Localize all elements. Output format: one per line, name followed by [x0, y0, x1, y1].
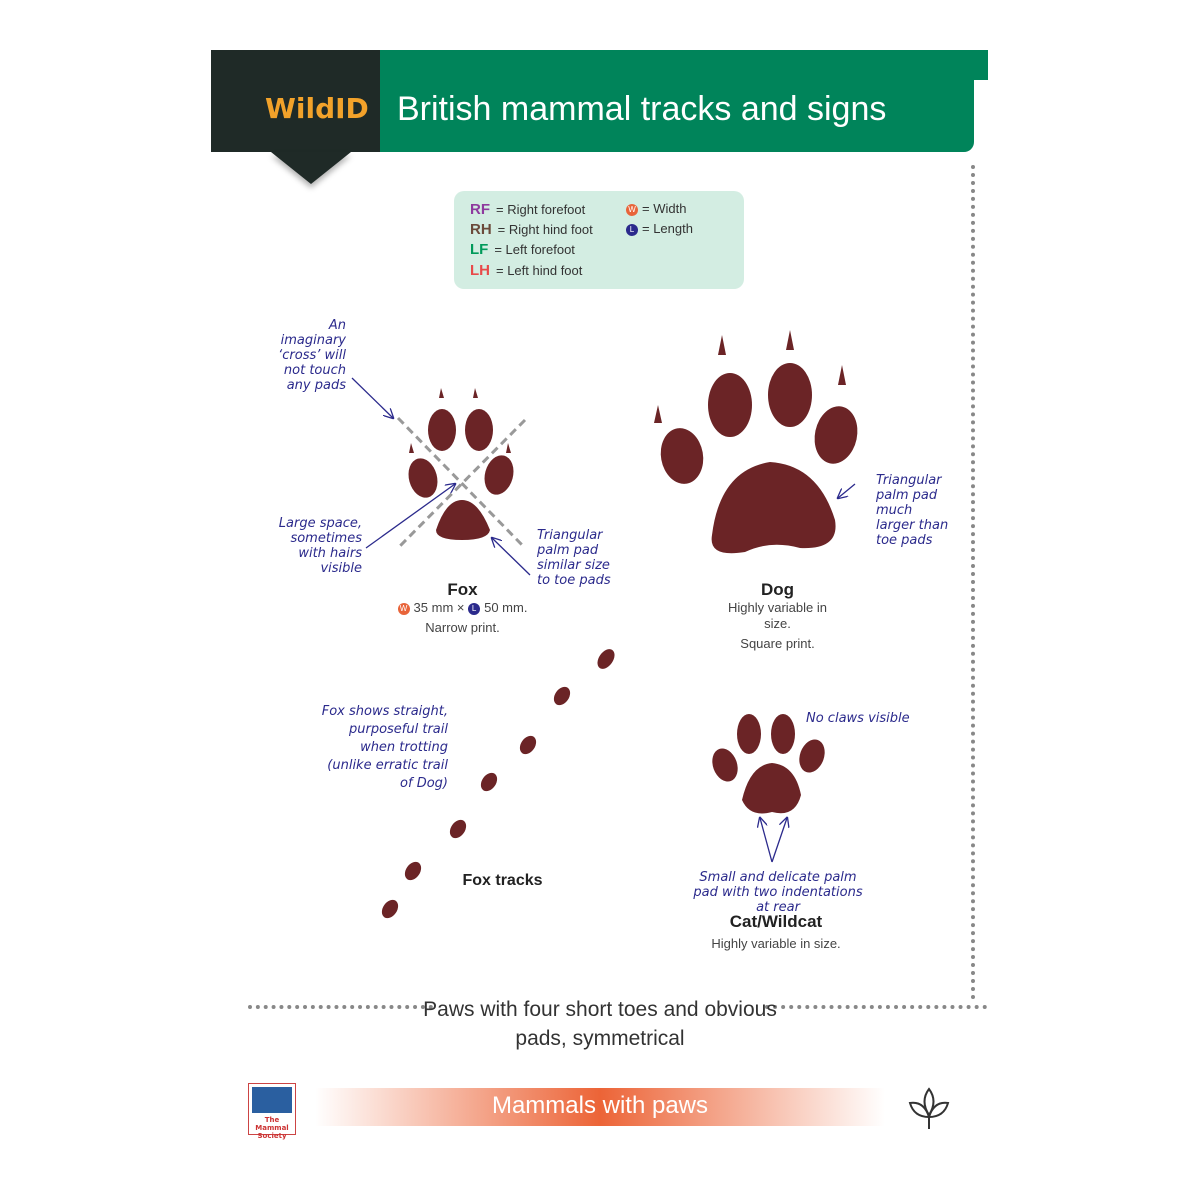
fox-cross-note: An imaginary ‘cross’ will not touch any … [278, 318, 346, 393]
fox-tracks-note: Fox shows straight, purposeful trail whe… [321, 704, 448, 791]
cat-pad-note: Small and delicate palm pad with two ind… [693, 870, 863, 915]
legend: RF= Right forefoot RH= Right hind foot L… [454, 191, 744, 289]
dog-pad-note: Triangular palm pad much larger than toe… [876, 473, 949, 548]
fox-tracks-icon [381, 649, 615, 919]
wildid-logo: WildID [265, 92, 369, 125]
legend-width: W= Width [626, 201, 686, 216]
logo-block [211, 50, 381, 152]
summary-text: Paws with four short toes and obvious pa… [423, 998, 777, 1050]
cat-claws-note: No claws visible [806, 711, 910, 726]
fox-tracks-label: Fox tracks [462, 872, 543, 889]
mammal-society-logo: The Mammal Society [248, 1083, 296, 1140]
page-title: British mammal tracks and signs [397, 90, 887, 128]
width-icon: W [626, 203, 638, 216]
dog-paw-icon [654, 330, 858, 554]
fox-cross-lines [396, 416, 527, 550]
dotted-divider [971, 165, 975, 1000]
legend-lh: LH= Left hind foot [470, 262, 583, 279]
fox-paw-icon [408, 388, 514, 540]
fox-space-note: Large space, sometimes with hairs visibl… [278, 516, 362, 576]
legend-rf: RF= Right forefoot [470, 201, 586, 218]
dotted-divider [248, 1005, 433, 1009]
logo-pointer [271, 152, 351, 184]
title-tab [960, 50, 988, 80]
dog-label: Dog Highly variable in size. Square prin… [728, 580, 827, 651]
fox-pad-note: Triangular palm pad similar size to toe … [537, 528, 611, 588]
legend-lf: LF= Left forefoot [470, 241, 575, 258]
dotted-divider [765, 1005, 987, 1009]
legend-rh: RH= Right hind foot [470, 221, 593, 238]
legend-length: L= Length [626, 221, 693, 236]
section-banner: Mammals with paws [315, 1088, 885, 1126]
cat-label: Cat/Wildcat Highly variable in size. [711, 912, 841, 951]
leaf-icon [908, 1087, 950, 1129]
cat-paw-icon [712, 714, 825, 814]
length-icon: L [626, 223, 638, 236]
title-bar [380, 50, 974, 152]
